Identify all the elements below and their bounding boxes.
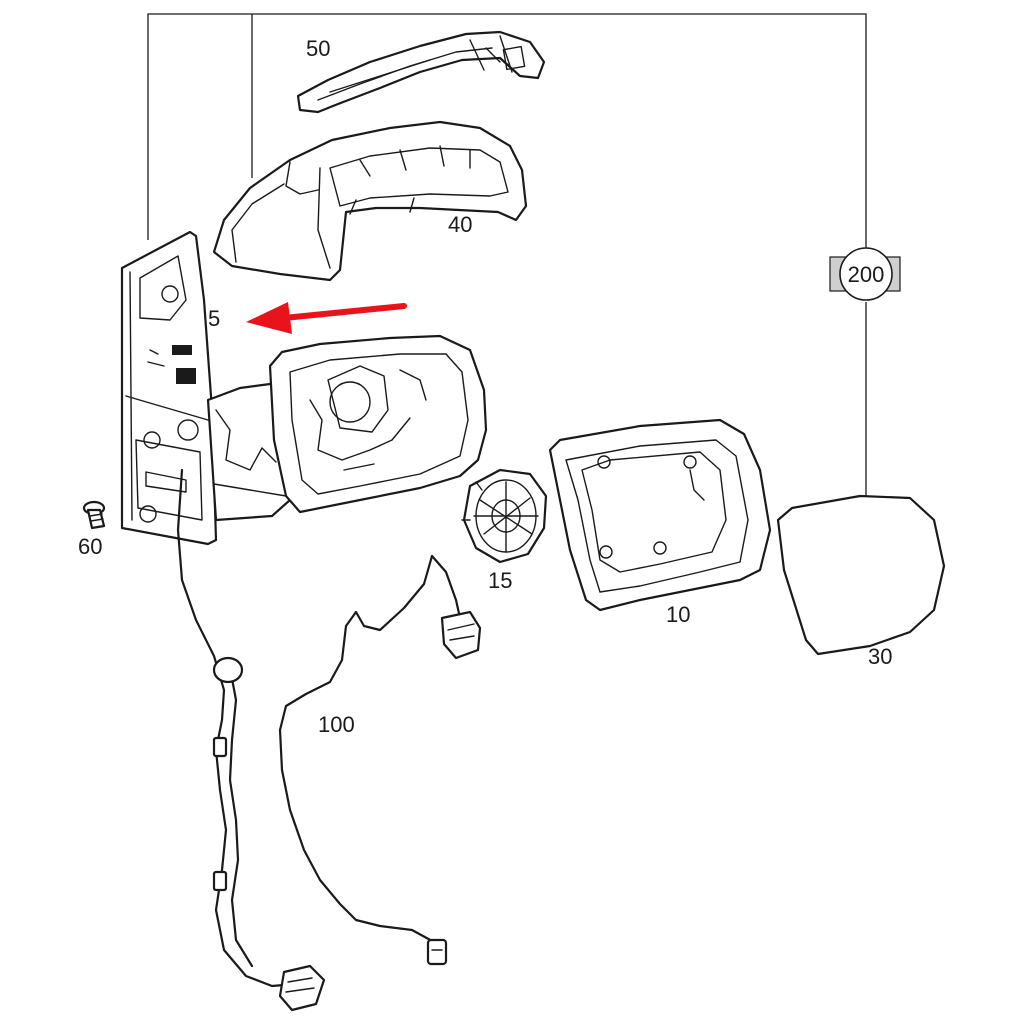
wiring-harness-main [176, 468, 326, 1012]
part-5-mirror-base [120, 230, 292, 546]
callout-60: 60 [78, 534, 102, 559]
part-15-adjuster-motor [461, 468, 548, 564]
callout-100: 100 [318, 712, 355, 737]
highlight-arrow [246, 302, 407, 334]
part-100-cable [278, 554, 482, 966]
callout-200-badge: 200 [829, 247, 901, 301]
leader-lines [147, 13, 867, 498]
part-50-turn-signal [296, 30, 546, 114]
part-40-mirror-cover [212, 120, 528, 282]
callout-50: 50 [306, 36, 330, 61]
callout-10: 10 [666, 602, 690, 627]
callout-40: 40 [448, 212, 472, 237]
callout-30: 30 [868, 644, 892, 669]
part-30-mirror-glass [776, 494, 946, 656]
callout-labels: 50 40 5 60 15 10 30 100 [78, 36, 892, 737]
part-60-screw [82, 500, 106, 530]
part-10-glass-frame [548, 418, 772, 612]
callout-200: 200 [848, 262, 885, 287]
callout-15: 15 [488, 568, 512, 593]
callout-5: 5 [208, 306, 220, 331]
mirror-housing [268, 334, 488, 514]
